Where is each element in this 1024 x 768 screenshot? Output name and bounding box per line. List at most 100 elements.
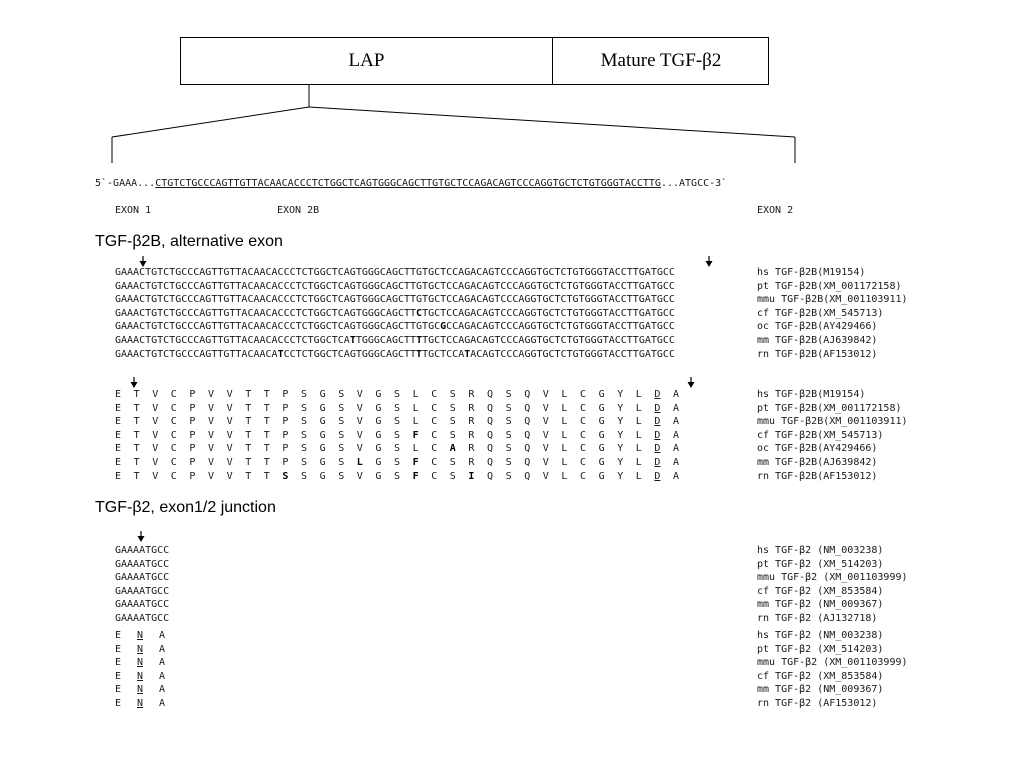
amino-acid: Q — [524, 402, 531, 414]
amino-acid: T — [245, 443, 252, 455]
amino-acid: Q — [524, 389, 531, 400]
amino-acid: L — [561, 443, 568, 455]
amino-acid: T — [133, 416, 140, 428]
zoom-connector — [111, 85, 796, 163]
amino-acid: V — [152, 402, 159, 414]
amino-acid: G — [598, 443, 605, 455]
amino-acid: C — [170, 416, 177, 428]
amino-acid: C — [170, 429, 177, 441]
amino-acid: T — [263, 389, 270, 400]
amino-acid: Y — [617, 457, 624, 468]
amino-acid: G — [319, 457, 326, 468]
species-accession-label: cf TGF-β2B(XM_545713) — [757, 307, 884, 319]
amino-acid: V — [356, 416, 363, 428]
aa-substitution: S — [282, 470, 289, 482]
amino-acid: R — [468, 443, 475, 455]
amino-acid: L — [635, 457, 642, 468]
amino-acid: T — [245, 457, 252, 468]
amino-acid: P — [189, 457, 196, 468]
amino-acid: V — [226, 443, 233, 455]
nt-sequence-row: GAAACTGTCTGCCCAGTTGTTACAACACCCTCTGGCTCAG… — [115, 280, 675, 294]
nt-segment: TGGGCAGCTT — [355, 335, 417, 346]
amino-acid: C — [170, 443, 177, 455]
amino-acid: V — [356, 429, 363, 441]
amino-acid: D — [654, 416, 661, 428]
amino-acid: G — [319, 470, 326, 482]
species-accession-label: cf TGF-β2 (XM_853584) — [757, 585, 884, 597]
amino-acid: Q — [487, 389, 494, 400]
species-accession-label: hs TGF-β2 (NM_003238) — [757, 630, 884, 641]
lap-label: LAP — [348, 50, 385, 71]
species-accession-label: mmu TGF-β2 (XM_001103999) — [757, 572, 908, 584]
amino-acid: D — [654, 402, 661, 414]
amino-acid: S — [394, 470, 401, 482]
amino-acid: S — [505, 429, 512, 441]
amino-acid: V — [208, 443, 215, 455]
amino-acid: V — [542, 416, 549, 428]
amino-acid: A — [159, 684, 166, 696]
amino-acid: Y — [617, 389, 624, 400]
nt-substitution: T — [464, 348, 471, 360]
species-accession-label: oc TGF-β2B(AY429466) — [757, 321, 878, 333]
amino-acid: L — [635, 389, 642, 400]
amino-acid: V — [226, 389, 233, 400]
splice-arrow-icon — [139, 256, 147, 267]
amino-acid: A — [673, 416, 680, 428]
amino-acid: S — [394, 443, 401, 455]
protein-domain-diagram: LAP Mature TGF-β2 — [180, 37, 769, 85]
amino-acid: Y — [617, 470, 624, 482]
amino-acid: L — [561, 429, 568, 441]
amino-acid: G — [598, 457, 605, 468]
amino-acid: V — [356, 443, 363, 455]
genomic-sequence: 5`-GAAA...CTGTCTGCCCAGTTGTTACAACACCCTCTG… — [95, 177, 727, 191]
amino-acid: A — [673, 429, 680, 441]
amino-acid: G — [598, 470, 605, 482]
amino-acid: P — [282, 402, 289, 414]
amino-acid: V — [226, 416, 233, 428]
genomic-prefix: 5`-GAAA... — [95, 178, 156, 189]
amino-acid: T — [263, 402, 270, 414]
amino-acid: N — [137, 670, 144, 682]
nt-sequence-row: GAAAATGCC — [115, 599, 170, 611]
amino-acid: S — [449, 416, 456, 428]
amino-acid: S — [394, 416, 401, 428]
amino-acid: S — [505, 402, 512, 414]
amino-acid: T — [133, 457, 140, 468]
amino-acid: C — [431, 443, 438, 455]
amino-acid: L — [561, 402, 568, 414]
amino-acid: V — [208, 389, 215, 400]
amino-acid: C — [431, 389, 438, 400]
nt-sequence-row: GAAAATGCC — [115, 572, 170, 584]
amino-acid: G — [598, 416, 605, 428]
nt-segment: TGCTCCAGACAGTCCCAGGTGCTCTGTGGGTACCTTGATG… — [422, 335, 675, 346]
amino-acid: A — [159, 643, 166, 655]
nt-segment: GAAACTGTCTGCCCAGTTGTTACAACACCCTCTGGCTCAG… — [115, 294, 675, 306]
amino-acid: S — [505, 470, 512, 482]
amino-acid: C — [580, 429, 587, 441]
amino-acid: T — [245, 429, 252, 441]
amino-acid: G — [375, 429, 382, 441]
species-accession-label: mm TGF-β2B(AJ639842) — [757, 457, 878, 468]
amino-acid: G — [319, 429, 326, 441]
nt-segment: GAAACTGTCTGCCCAGTTGTTACAACA — [115, 348, 278, 360]
alt-exon-title: TGF-β2B, alternative exon — [95, 233, 283, 250]
amino-acid: Q — [524, 470, 531, 482]
aa-substitution: F — [412, 457, 419, 468]
amino-acid: T — [263, 416, 270, 428]
amino-acid: D — [654, 389, 661, 400]
amino-acid: S — [301, 457, 308, 468]
amino-acid: S — [301, 389, 308, 400]
amino-acid: S — [301, 443, 308, 455]
species-accession-label: hs TGF-β2B(M19154) — [757, 389, 866, 400]
amino-acid: Q — [487, 470, 494, 482]
splice-arrow-icon — [137, 531, 145, 542]
amino-acid: P — [189, 443, 196, 455]
species-accession-label: rn TGF-β2 (AJ132718) — [757, 613, 878, 624]
amino-acid: V — [542, 429, 549, 441]
amino-acid: R — [468, 416, 475, 428]
amino-acid: N — [137, 630, 144, 641]
amino-acid: S — [394, 389, 401, 400]
species-accession-label: cf TGF-β2 (XM_853584) — [757, 670, 884, 682]
aa-substitution: F — [412, 429, 419, 441]
nt-substitution: G — [440, 321, 447, 333]
